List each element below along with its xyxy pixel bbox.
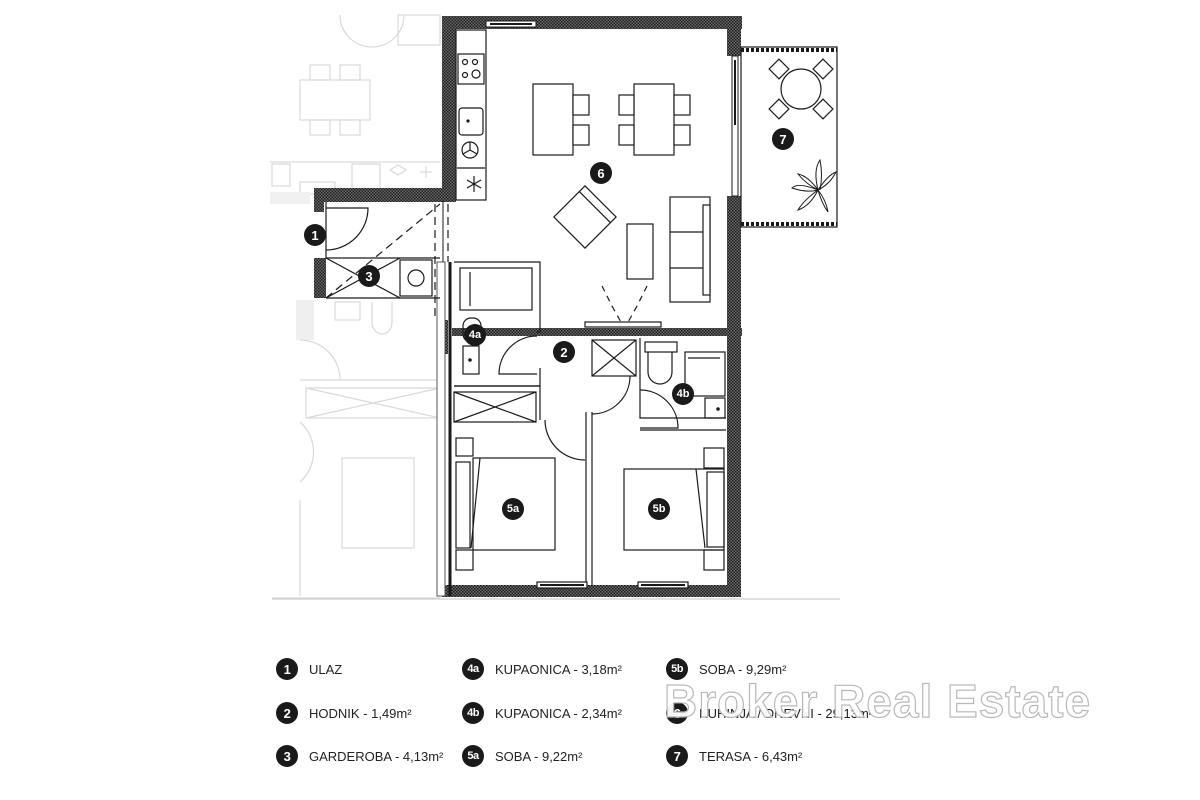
legend-badge: 4b — [462, 702, 484, 724]
legend-badge: 4a — [462, 658, 484, 680]
hallway — [539, 339, 637, 586]
legend-item-terasa: 7 TERASA - 6,43m² — [666, 743, 802, 769]
room-marker-3: 3 — [358, 265, 380, 287]
legend-badge: 3 — [276, 745, 298, 767]
room-marker-5b: 5b — [648, 498, 670, 520]
left-window-wall — [436, 200, 452, 597]
living-furniture — [553, 185, 711, 328]
room-marker-2: 2 — [553, 341, 575, 363]
neighbour-apartment-ghost — [270, 14, 441, 599]
legend-item-kupaonica-4a: 4a KUPAONICA - 3,18m² — [462, 656, 622, 682]
bedroom-5a — [455, 437, 588, 589]
room-marker-7: 7 — [772, 128, 794, 150]
room-marker-4b: 4b — [672, 383, 694, 405]
bathroom-4b — [639, 338, 726, 431]
terrace — [740, 46, 838, 228]
room-marker-6: 6 — [590, 162, 612, 184]
dining-tables — [532, 83, 691, 156]
kitchen-counter — [455, 29, 487, 201]
bathroom-4a — [453, 261, 541, 423]
legend-item-kupaonica-4b: 4b KUPAONICA - 2,34m² — [462, 700, 622, 726]
floor-plan — [270, 14, 840, 600]
legend-badge: 5b — [666, 658, 688, 680]
room-marker-4a: 4a — [464, 324, 486, 346]
legend-label: SOBA - 9,22m² — [495, 748, 583, 764]
legend-label: TERASA - 6,43m² — [699, 748, 803, 764]
kitchen-window — [485, 20, 537, 28]
legend-label: SOBA - 9,29m² — [699, 661, 787, 677]
legend-label: KUPAONICA - 3,18m² — [495, 661, 622, 677]
legend-item-ulaz: 1 ULAZ — [276, 656, 342, 682]
legend-label: GARDEROBA - 4,13m² — [309, 748, 444, 764]
bedroom-5b — [623, 447, 725, 589]
legend-item-soba-5a: 5a SOBA - 9,22m² — [462, 743, 582, 769]
legend-badge: 1 — [276, 658, 298, 680]
legend-item-garderoba: 3 GARDEROBA - 4,13m² — [276, 743, 443, 769]
legend-badge: 6 — [666, 702, 688, 724]
legend-label: KUPAONICA - 2,34m² — [495, 705, 622, 721]
room-marker-1: 1 — [304, 224, 326, 246]
legend-badge: 7 — [666, 745, 688, 767]
legend-item-hodnik: 2 HODNIK - 1,49m² — [276, 700, 412, 726]
legend-badge: 5a — [462, 745, 484, 767]
legend-label: HODNIK - 1,49m² — [309, 705, 412, 721]
legend-item-soba-5b: 5b SOBA - 9,29m² — [666, 656, 786, 682]
legend-label: ULAZ — [309, 661, 343, 677]
legend-item-kuhinja-dnevni: 6 KUHINJA / DNEVNI - 29,13m² — [666, 700, 873, 726]
room-marker-5a: 5a — [502, 498, 524, 520]
legend-badge: 2 — [276, 702, 298, 724]
terrace-door — [731, 55, 739, 197]
legend-label: KUHINJA / DNEVNI - 29,13m² — [699, 705, 874, 721]
